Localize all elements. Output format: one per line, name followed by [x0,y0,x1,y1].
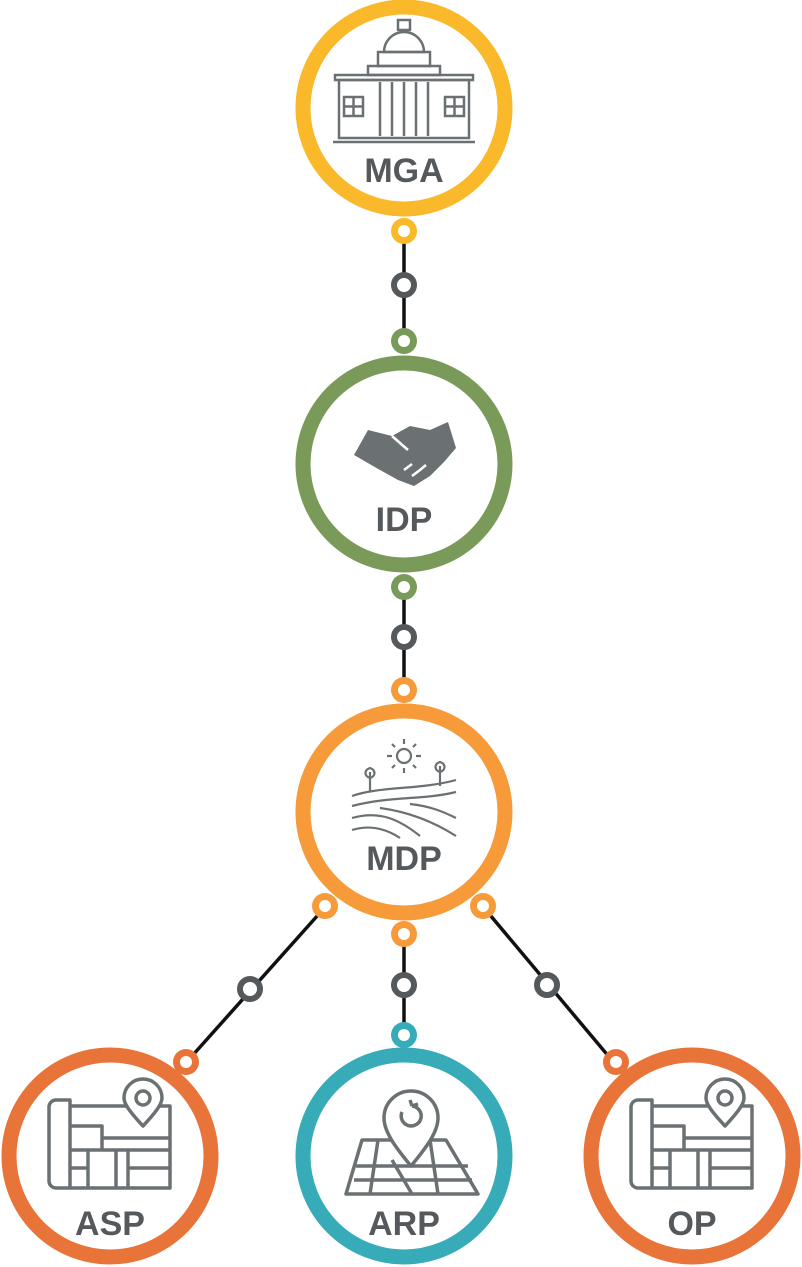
node-mdp[interactable]: MDP [295,677,513,947]
connector-dot [534,972,560,998]
node-idp[interactable]: IDP [295,328,513,600]
node-port-hole [610,1056,622,1068]
farmland-icon [351,739,457,839]
map-pin-icon [47,1077,172,1190]
node-arp[interactable]: ARP [295,1022,513,1265]
connector-dot [391,972,417,998]
node-op[interactable]: OP [583,1047,801,1265]
node-port-hole [180,1056,192,1068]
node-port-hole [398,335,410,347]
node-port-hole [477,900,489,912]
node-port-hole [398,928,410,940]
map-pin-icon [629,1077,754,1190]
connector-dot [391,272,417,298]
node-label: OP [667,1205,716,1243]
handshake-icon [354,422,456,486]
connector-dot [391,624,417,650]
node-label: IDP [376,501,433,539]
node-port-hole [398,581,410,593]
node-asp[interactable]: ASP [1,1047,219,1265]
node-port-hole [398,684,410,696]
node-label: ARP [368,1205,440,1243]
node-port-hole [319,900,331,912]
node-label: MGA [364,152,443,190]
government-building-icon [333,18,475,144]
node-label: ASP [75,1205,145,1243]
node-port-hole [398,225,410,237]
node-mga[interactable]: MGA [295,0,513,244]
node-label: MDP [366,840,442,878]
connector-dots [237,272,560,1002]
node-port-hole [398,1029,410,1041]
location-map-icon [344,1089,480,1196]
connector-dot [237,976,263,1002]
